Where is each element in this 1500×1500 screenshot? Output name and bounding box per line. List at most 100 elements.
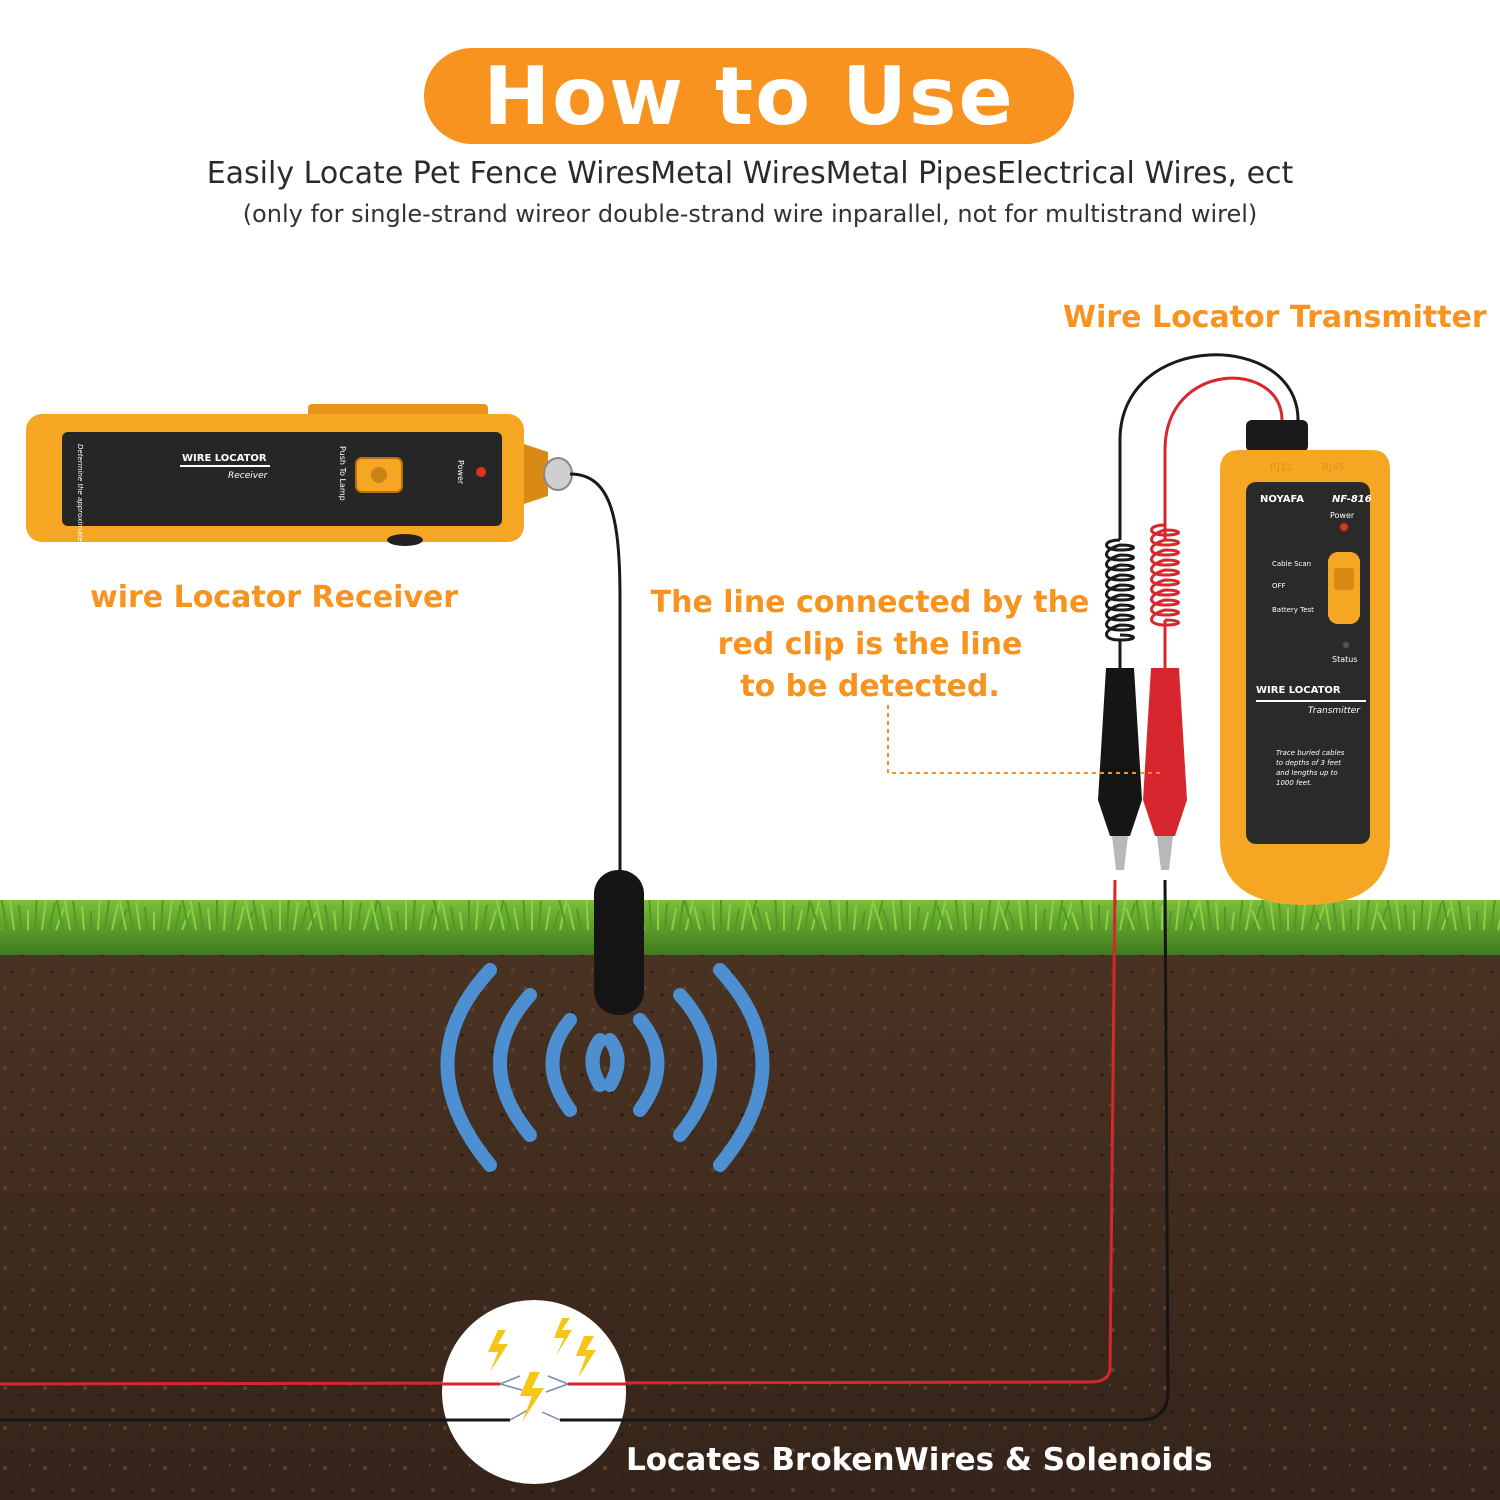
grass-blade (1404, 904, 1408, 931)
grass-blade (860, 910, 866, 931)
grass-blade (558, 900, 568, 931)
grass-blade (1238, 900, 1244, 931)
grass-blade (853, 905, 857, 931)
grass-blade (55, 900, 64, 931)
grass-blade (993, 900, 1001, 931)
grass-blade (999, 905, 1009, 931)
transmitter-port1: RJ11 (1270, 462, 1293, 473)
grass-blade (916, 906, 920, 931)
grass-blade (244, 900, 253, 931)
grass-blade (504, 902, 512, 931)
grass-blade (1182, 900, 1190, 931)
transmitter-device: RJ11 RJ45 NOYAFA NF-816 Power Cable Scan… (1220, 420, 1390, 905)
grass-blade (1314, 910, 1324, 931)
grass-blade (1395, 900, 1401, 931)
grass-blade (223, 900, 227, 931)
grass-blade (72, 900, 78, 931)
grass-blade (1386, 900, 1394, 931)
grass-blade (81, 905, 85, 931)
receiver-device: WIRE LOCATOR Receiver Determine the appr… (26, 404, 573, 658)
grass-blade (167, 900, 173, 931)
grass-blade (1497, 916, 1500, 931)
grass-blade (1341, 903, 1345, 931)
grass-blade (874, 900, 884, 931)
grass-blade (412, 900, 416, 931)
grass-blade (1377, 911, 1387, 931)
callout-pointer (887, 705, 1162, 774)
grass-blade (1278, 902, 1282, 931)
transmitter-power-led (1340, 523, 1348, 531)
grass-blade (97, 900, 101, 931)
grass-blade (495, 900, 505, 931)
grass-blade (349, 900, 353, 931)
receiver-brand-line1: WIRE LOCATOR (182, 453, 267, 464)
grass-blade (828, 900, 834, 931)
grass-blade (678, 900, 685, 931)
grass-blade (270, 908, 274, 931)
transmitter-switch-top: Cable Scan (1272, 560, 1311, 568)
receiver-power-label: Power (456, 460, 465, 485)
grass-blade (1168, 910, 1172, 931)
grass-blade (369, 900, 379, 931)
grass-blade (1175, 900, 1181, 931)
receiver-power-led (476, 467, 486, 477)
grass-blade (1126, 902, 1136, 931)
grass-blade (837, 900, 841, 931)
grass-blade (1056, 900, 1064, 931)
grass-blade (286, 900, 290, 931)
grass-blade (671, 907, 677, 931)
transmitter-brand: NOYAFA (1260, 494, 1304, 505)
grass-blade (475, 900, 479, 931)
grass-blade (648, 900, 652, 931)
grass-blade (441, 901, 449, 931)
grass-blade (747, 901, 757, 931)
transmitter-port2: RJ45 (1322, 462, 1345, 473)
title-badge: How to Use (424, 48, 1074, 144)
grass-blade (790, 904, 794, 931)
spark-icon (554, 1318, 572, 1356)
grass-blade (1000, 900, 1010, 931)
grass-blade (333, 909, 337, 931)
grass-blade (1008, 910, 1016, 931)
transmitter-brand-line2: Transmitter (1308, 706, 1361, 716)
signal-waves (440, 963, 770, 1172)
transmitter-brand-line1: WIRE LOCATOR (1256, 685, 1341, 696)
grass-blade (1357, 900, 1361, 931)
grass-blade (693, 905, 701, 931)
grass-blade (1119, 900, 1127, 931)
grass-blade (363, 907, 371, 931)
red-clip (1143, 668, 1187, 870)
grass-blade (1215, 901, 1219, 931)
grass-blade (882, 908, 890, 931)
grass-blade (734, 908, 740, 931)
coiled-lead (1105, 538, 1135, 642)
broken-wires-caption: Locates BrokenWires & Solenoids (626, 1442, 1213, 1478)
grass-blade (1063, 901, 1073, 931)
grass-blade (1323, 900, 1331, 931)
grass-blade (954, 900, 960, 931)
grass-blade (459, 911, 463, 931)
grass-blade (356, 902, 362, 931)
grass-blade (419, 903, 425, 931)
receiver-label: wire Locator Receiver (90, 580, 459, 615)
grass-blade (1026, 900, 1030, 931)
grass-blade (684, 900, 694, 931)
transmitter-power-label: Power (1330, 511, 1355, 520)
grass-blade (1252, 904, 1262, 931)
grass-blade (63, 900, 71, 931)
receiver-button-label: Push To Lamp (338, 446, 347, 501)
grass-blade (585, 900, 589, 931)
grass-blade (9, 900, 15, 931)
spark-icon (488, 1330, 508, 1372)
grass-blade (1315, 905, 1325, 931)
transmitter-model: NF-816 (1332, 494, 1372, 505)
grass-blade (237, 905, 245, 931)
grass-blade (1189, 903, 1199, 931)
red-lead (1163, 376, 1284, 540)
grass-blade (867, 900, 875, 931)
grass-blade (1245, 900, 1253, 931)
grass-blade (126, 900, 134, 931)
grass-blade (387, 905, 393, 931)
black-lead (1118, 353, 1300, 540)
